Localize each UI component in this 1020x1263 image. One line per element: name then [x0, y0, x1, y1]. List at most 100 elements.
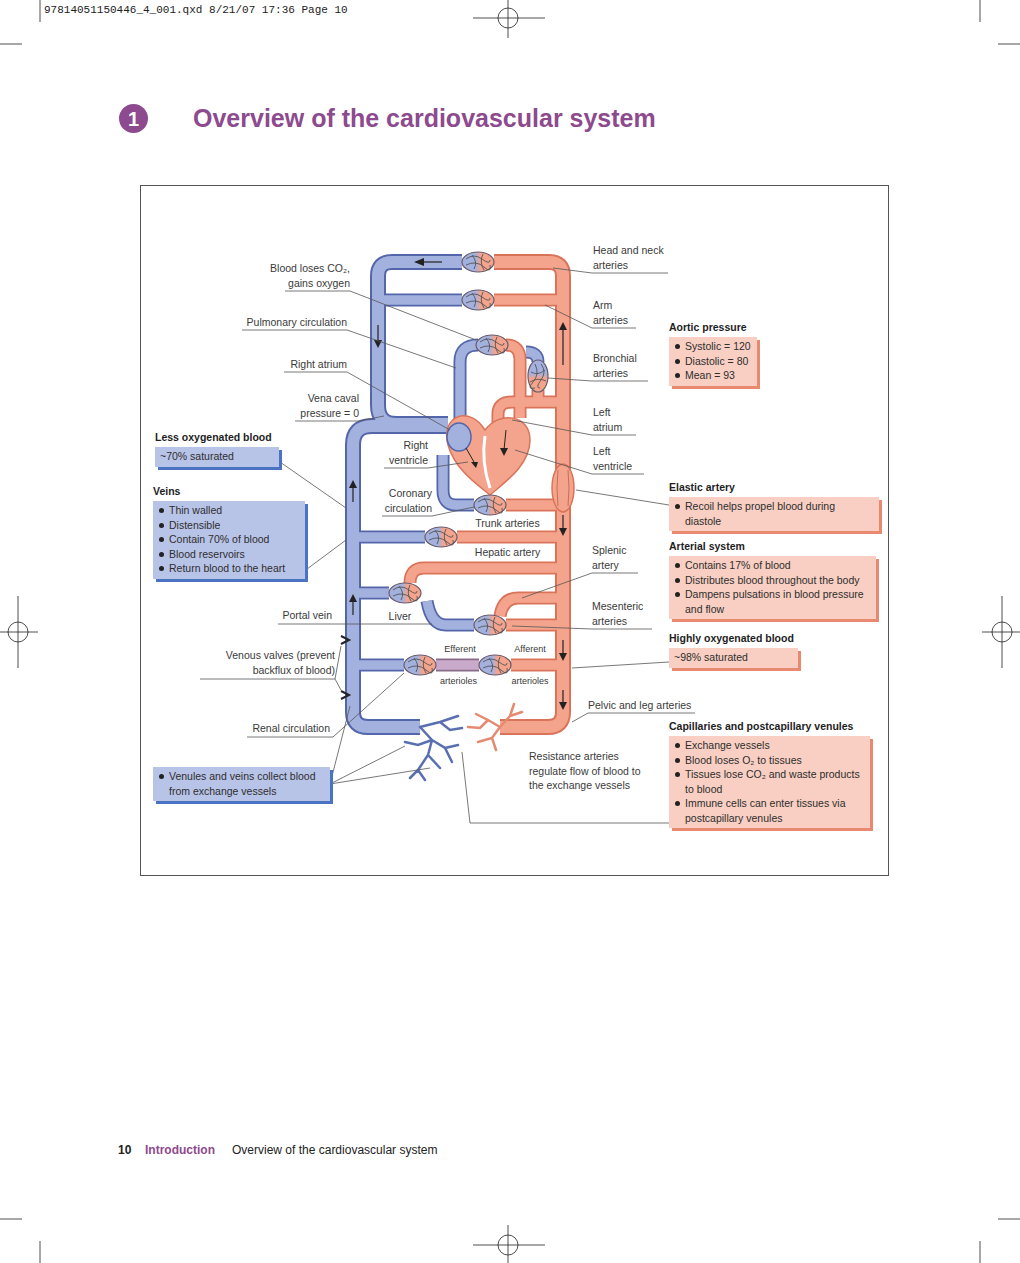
bullet-item: Tissues lose CO₂ and waste products to b… [674, 767, 865, 796]
bullet-item: Exchange vessels [674, 738, 865, 753]
bullet-item: Distributes blood throughout the body [674, 573, 871, 588]
part-label: Coronary circulation [372, 486, 432, 515]
bullet-dot [675, 504, 680, 509]
box-body: ~98% saturated [669, 648, 798, 668]
item-text: ~70% saturated [160, 450, 234, 462]
info-box: VeinsThin walledDistensibleContain 70% o… [153, 485, 305, 579]
part-label: Right ventricle [372, 438, 428, 467]
page-footer: 10 [118, 1142, 142, 1158]
bullet-dot [675, 772, 680, 777]
bullet-dot [159, 774, 164, 779]
item-text: Distributes blood throughout the body [685, 574, 860, 586]
bullet-item: Dampens pulsations in blood pressure and… [674, 587, 871, 616]
file-slug: 97814051150446_4_001.qxd 8/21/07 17:36 P… [44, 3, 444, 18]
box-heading: Highly oxygenated blood [669, 632, 798, 645]
bullet-dot [675, 801, 680, 806]
box-body: Exchange vesselsBlood loses O₂ to tissue… [669, 736, 870, 828]
item-text: Immune cells can enter tissues via postc… [685, 797, 845, 824]
bullet-dot [675, 344, 680, 349]
bullet-item: Thin walled [158, 503, 300, 518]
bullet-item: Return blood to the heart [158, 561, 300, 576]
item-text: Recoil helps propel blood during diastol… [685, 500, 835, 527]
box-body: Contains 17% of bloodDistributes blood t… [669, 556, 876, 619]
part-label: arterioles [436, 675, 481, 687]
item-text: Mean = 93 [685, 369, 735, 381]
part-label: Arm arteries [593, 298, 643, 327]
part-label: Resistance arteries regulate flow of blo… [529, 749, 651, 793]
item-text: Dampens pulsations in blood pressure and… [685, 588, 864, 615]
part-label: Blood loses CO₂, gains oxygen [255, 261, 350, 290]
bullet-dot [159, 552, 164, 557]
box-heading: Capillaries and postcapillary venules [669, 720, 870, 733]
item-text: ~98% saturated [674, 651, 748, 663]
box-body: Venules and veins collect blood from exc… [153, 767, 330, 801]
item-text: Contains 17% of blood [685, 559, 791, 571]
item-text: Return blood to the heart [169, 562, 285, 574]
item-text: Venules and veins collect blood from exc… [169, 770, 316, 797]
part-label: Trunk arteries [470, 516, 545, 531]
bullet-item: Mean = 93 [674, 368, 752, 383]
bullet-dot [159, 508, 164, 513]
part-label: Portal vein [270, 608, 332, 623]
item-text: Exchange vessels [685, 739, 770, 751]
page-footer: Overview of the cardiovascular system [232, 1142, 532, 1158]
bullet-item: Systolic = 120 [674, 339, 752, 354]
item-text: Distensible [169, 519, 220, 531]
item-text: Diastolic = 80 [685, 355, 748, 367]
info-box: Capillaries and postcapillary venulesExc… [669, 720, 870, 828]
part-label: Right atrium [240, 357, 347, 372]
item-text: Thin walled [169, 504, 222, 516]
part-label: Hepatic artery [460, 545, 555, 560]
bullet-item: Blood loses O₂ to tissues [674, 753, 865, 768]
bullet-dot [675, 359, 680, 364]
info-box: Less oxygenated blood ~70% saturated [155, 431, 279, 467]
bullet-item: Diastolic = 80 [674, 354, 752, 369]
box-body: Systolic = 120Diastolic = 80 Mean = 93 [669, 337, 757, 386]
bullet-dot [675, 578, 680, 583]
bullet-dot [675, 563, 680, 568]
part-label: Left ventricle [593, 444, 648, 473]
box-body: ~70% saturated [155, 447, 279, 467]
bullet-item: Recoil helps propel blood during diastol… [674, 499, 874, 528]
part-label: Head and neck arteries [593, 243, 673, 272]
item-text: Systolic = 120 [685, 340, 751, 352]
page-footer: Introduction [145, 1142, 229, 1158]
bullet-dot [159, 537, 164, 542]
item-text: Blood reservoirs [169, 548, 245, 560]
bullet-dot [159, 566, 164, 571]
info-box: Arterial systemContains 17% of bloodDist… [669, 540, 876, 619]
box-body: Recoil helps propel blood during diastol… [669, 497, 879, 531]
part-label: Renal circulation [240, 721, 330, 736]
part-label: Bronchial arteries [593, 351, 653, 380]
part-label: Liver [375, 609, 425, 624]
bullet-item: Venules and veins collect blood from exc… [158, 769, 325, 798]
info-box: Elastic arteryRecoil helps propel blood … [669, 481, 879, 531]
box-heading: Aortic pressure [669, 321, 757, 334]
bullet-dot [675, 373, 680, 378]
part-label: Vena caval pressure = 0 [284, 391, 359, 420]
box-heading: Arterial system [669, 540, 876, 553]
bullet-item: Contains 17% of blood [674, 558, 871, 573]
box-text: ~70% saturated [160, 449, 274, 464]
item-text: Tissues lose CO₂ and waste products to b… [685, 768, 860, 795]
number-badge: 1 [119, 104, 148, 133]
info-box: Highly oxygenated blood ~98% saturated [669, 632, 798, 668]
part-label: Efferent [440, 643, 480, 655]
part-label: Pulmonary circulation [230, 315, 347, 330]
bullet-item: Contain 70% of blood [158, 532, 300, 547]
item-text: Contain 70% of blood [169, 533, 269, 545]
bullet-item: Immune cells can enter tissues via postc… [674, 796, 865, 825]
figure-title: Overview of the cardiovascular system [193, 103, 656, 133]
part-label: Pelvic and leg arteries [588, 698, 703, 713]
box-text: ~98% saturated [674, 650, 793, 665]
box-heading: Less oxygenated blood [155, 431, 279, 444]
bullet-item: Distensible [158, 518, 300, 533]
bullet-dot [675, 743, 680, 748]
box-body: Thin walledDistensibleContain 70% of blo… [153, 501, 305, 579]
part-label: Mesenteric arteries [592, 599, 656, 628]
bullet-dot [159, 523, 164, 528]
info-box: Aortic pressureSystolic = 120Diastolic =… [669, 321, 757, 386]
item-text: Blood loses O₂ to tissues [685, 754, 802, 766]
